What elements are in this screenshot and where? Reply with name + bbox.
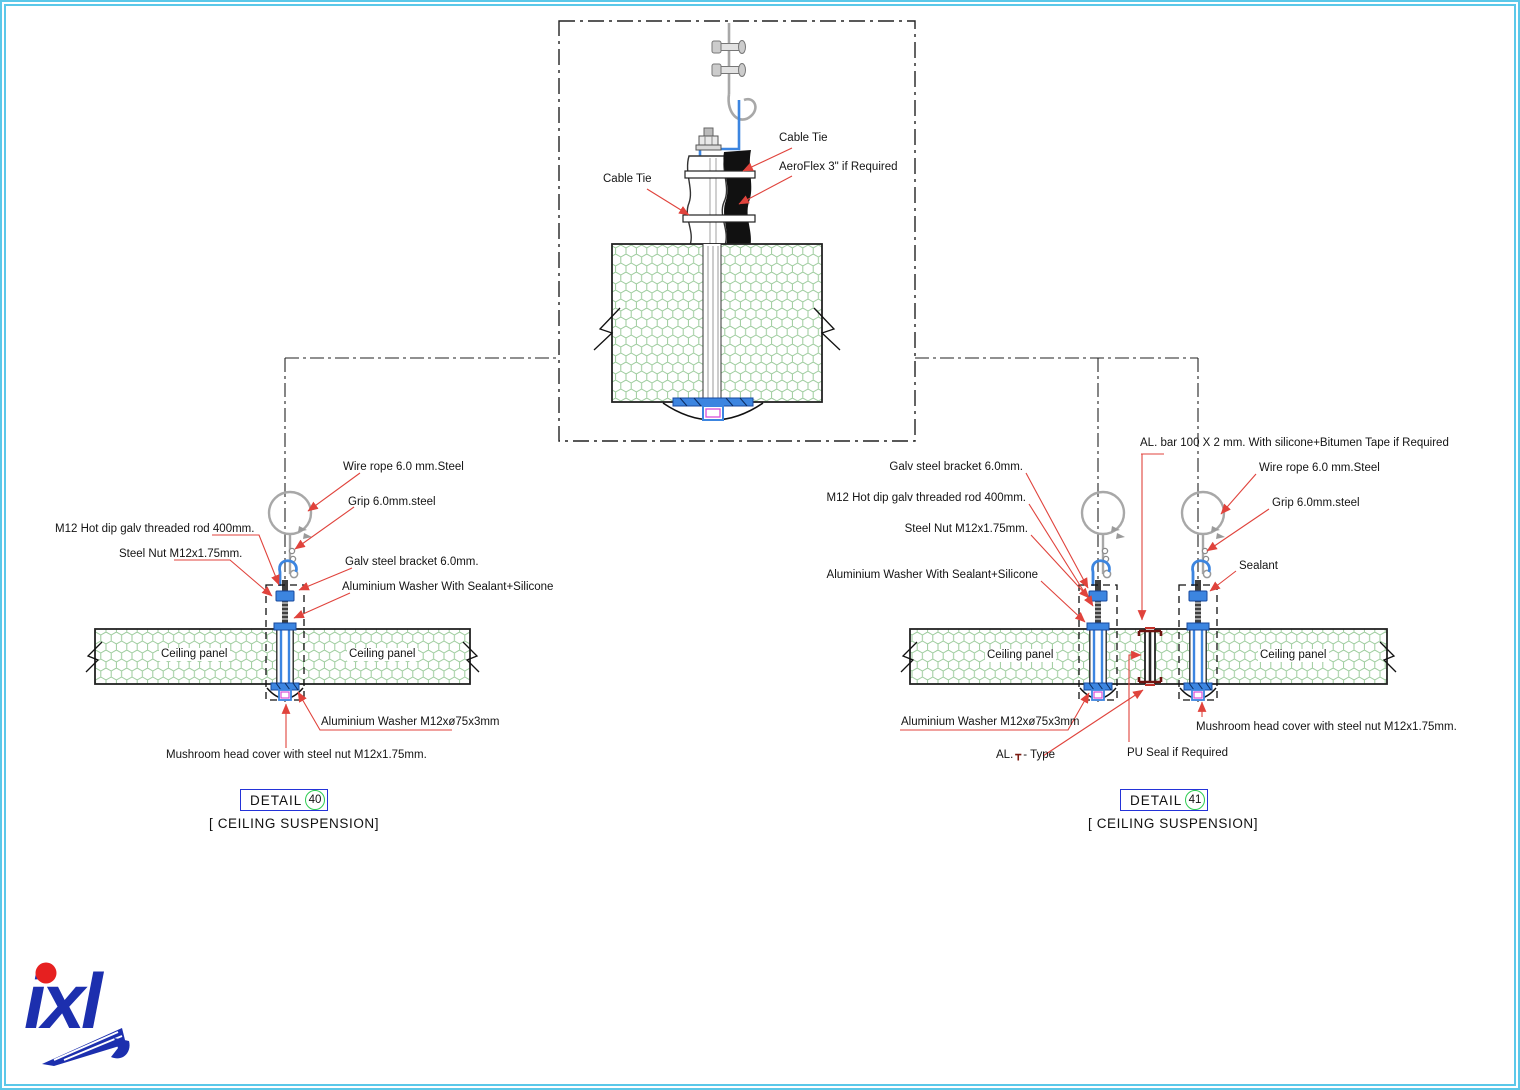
label-cable-tie-left: Cable Tie: [603, 173, 652, 185]
break-mark: [85, 641, 103, 673]
label-galv-bracket-41: Galv steel bracket 6.0mm.: [889, 461, 1023, 473]
label-threaded-rod-41: M12 Hot dip galv threaded rod 400mm.: [826, 492, 1026, 504]
al-t-suffix: - Type: [1023, 749, 1056, 761]
label-al-bar-41: AL. bar 100 X 2 mm. With silicone+Bitume…: [1140, 437, 1449, 449]
logo-red-dot: [35, 962, 57, 984]
detail-40-badge: DETAIL 40: [240, 789, 328, 811]
detail-41-caption: [ CEILING SUSPENSION]: [1088, 816, 1259, 831]
label-washer-75-41: Aluminium Washer M12xø75x3mm: [901, 716, 1080, 728]
label-ceiling-panel-40-left: Ceiling panel: [159, 648, 230, 661]
label-ceiling-panel-40-right: Ceiling panel: [347, 648, 418, 661]
leader-lines: [174, 147, 1270, 757]
company-logo: ixl: [24, 957, 130, 1066]
t-profile-icon: ┳: [1015, 750, 1022, 761]
label-grip-40: Grip 6.0mm.steel: [348, 496, 436, 508]
label-pu-seal-41: PU Seal if Required: [1127, 747, 1228, 759]
detail-40-badge-number: 40: [305, 790, 325, 810]
detail-41-panels: [900, 627, 1397, 686]
label-al-t-type-41: AL.┳- Type: [996, 749, 1055, 762]
label-threaded-rod-40: M12 Hot dip galv threaded rod 400mm.: [55, 523, 255, 535]
insulation-sleeve: [686, 155, 728, 246]
detail-41-badge: DETAIL 41: [1120, 789, 1208, 811]
detail-41-badge-number: 41: [1185, 790, 1205, 810]
detail-41-badge-label: DETAIL: [1130, 792, 1183, 808]
label-wire-rope-41: Wire rope 6.0 mm.Steel: [1259, 462, 1380, 474]
break-mark: [462, 641, 480, 673]
label-washer-sealant-40: Aluminium Washer With Sealant+Silicone: [342, 581, 554, 593]
break-mark: [900, 641, 918, 673]
top-detail: [558, 20, 916, 442]
label-mushroom-40: Mushroom head cover with steel nut M12x1…: [166, 749, 427, 761]
label-galv-bracket-40: Galv steel bracket 6.0mm.: [345, 556, 479, 568]
label-ceiling-panel-41-right: Ceiling panel: [1258, 649, 1329, 662]
cable-tie-band: [682, 214, 756, 223]
cable-tie-band: [684, 170, 756, 179]
label-aeroflex: AeroFlex 3" if Required: [779, 161, 898, 173]
label-sealant-41: Sealant: [1239, 560, 1279, 572]
label-washer-sealant-41: Aluminium Washer With Sealant+Silicone: [826, 569, 1038, 581]
label-steel-nut-41: Steel Nut M12x1.75mm.: [904, 523, 1028, 535]
detail-40-caption: [ CEILING SUSPENSION]: [209, 816, 380, 831]
al-t-prefix: AL.: [996, 749, 1014, 761]
wire-rope-clamp: [711, 40, 746, 77]
detail-40-badge-label: DETAIL: [250, 792, 303, 808]
label-mushroom-41: Mushroom head cover with steel nut M12x1…: [1196, 721, 1457, 733]
label-grip-41: Grip 6.0mm.steel: [1272, 497, 1360, 509]
al-t-profile-joint: [1137, 627, 1163, 686]
break-mark: [593, 307, 621, 351]
label-wire-rope-40: Wire rope 6.0 mm.Steel: [343, 461, 464, 473]
break-mark: [1379, 641, 1397, 673]
label-cable-tie-right: Cable Tie: [779, 132, 828, 144]
break-mark: [813, 307, 841, 351]
label-ceiling-panel-41-left: Ceiling panel: [985, 649, 1056, 662]
aeroflex-strip: [723, 150, 752, 248]
label-washer-75-40: Aluminium Washer M12xø75x3mm: [321, 716, 500, 728]
label-steel-nut-40: Steel Nut M12x1.75mm.: [119, 548, 243, 560]
